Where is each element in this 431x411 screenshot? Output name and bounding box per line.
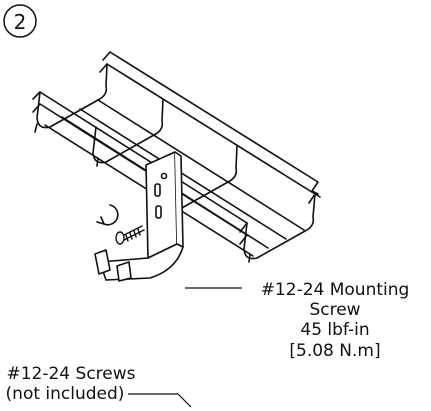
tray-far-end-caps bbox=[311, 190, 321, 198]
callout-mounting-screw: #12-24 Mounting Screw 45 lbf-in [5.08 N.… bbox=[185, 280, 409, 361]
bracket-slot-2 bbox=[155, 205, 162, 219]
tray-far-top-rim bbox=[102, 51, 319, 192]
step-circle bbox=[3, 4, 37, 38]
mounting-screw-label-line2: Screw bbox=[309, 300, 360, 320]
tray-cross-wire-1 bbox=[36, 63, 108, 129]
bracket-hook-right bbox=[116, 261, 132, 282]
tray-wire-ends bbox=[34, 123, 251, 263]
callout-screws-not-included: #12-24 Screws (not included) bbox=[6, 364, 192, 408]
mounting-screw-label-line1: #12-24 Mounting bbox=[261, 280, 410, 300]
tray-bottom-wire-3 bbox=[79, 108, 287, 240]
support-bracket bbox=[94, 151, 184, 282]
leader-screws-not-included bbox=[128, 393, 192, 408]
tray-bottom-wire-4 bbox=[97, 99, 305, 231]
mounting-screw-torque-metric: [5.08 N.m] bbox=[289, 341, 380, 361]
bracket-slot-1 bbox=[154, 183, 161, 197]
bracket-hook-left bbox=[94, 249, 111, 275]
tray-cross-wire-4 bbox=[243, 193, 316, 260]
wire-basket-tray bbox=[32, 51, 321, 263]
tray-far-mid-wire bbox=[99, 63, 316, 204]
screw-shank bbox=[121, 225, 145, 241]
bracket-hole bbox=[160, 172, 168, 180]
screws-label-line2: (not included) bbox=[6, 384, 125, 404]
screw-head bbox=[115, 231, 125, 245]
rotation-arrowhead bbox=[96, 216, 105, 225]
tray-near-top-rim bbox=[32, 91, 248, 233]
mounting-screw bbox=[115, 225, 145, 245]
step-badge: 2 bbox=[3, 4, 37, 38]
screws-label-line1: #12-24 Screws bbox=[6, 364, 135, 384]
bracket-foot bbox=[99, 243, 184, 281]
rotate-clockwise-icon bbox=[96, 204, 119, 226]
mounting-screw-torque: 45 lbf-in bbox=[300, 320, 369, 340]
bracket-vertical-plate bbox=[145, 151, 178, 259]
tray-cross-wire-2 bbox=[92, 98, 164, 164]
step-number: 2 bbox=[14, 10, 27, 34]
screw-thread bbox=[125, 228, 141, 242]
rotation-arc bbox=[103, 204, 119, 226]
